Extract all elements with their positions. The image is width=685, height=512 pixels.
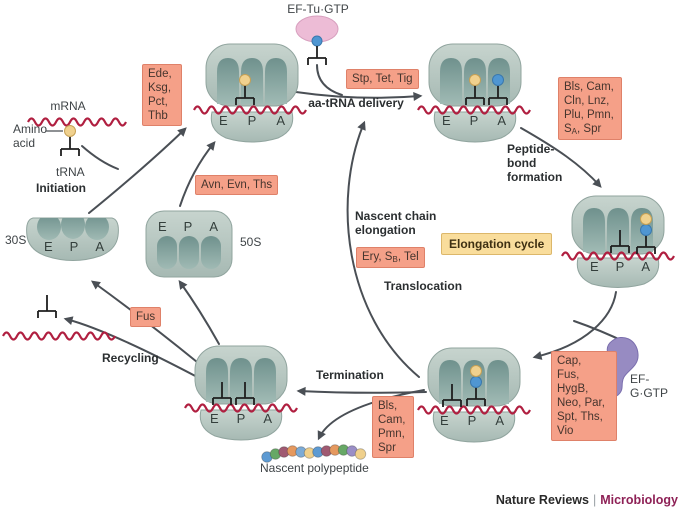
subunit-50s: [145, 210, 233, 278]
nascent-polypeptide-label: Nascent polypeptide: [260, 461, 369, 475]
journal-section: Microbiology: [600, 493, 678, 507]
inhibitor-box-aa-trna-delivery: Stp, Tet, Tig: [346, 69, 419, 90]
arrow-subunit-joining: [179, 141, 216, 207]
inhibitor-box-subunit-joining: Avn, Evn, Ths: [195, 175, 279, 196]
trna-fork-icon: [307, 45, 327, 66]
ribosome-termination: [184, 345, 298, 441]
amino-acid-ball: [64, 125, 76, 137]
nascent-chain-elongation-label: Nascent chain elongation: [355, 209, 437, 237]
journal-name: Nature Reviews: [495, 493, 589, 507]
inhibitor-box-termination: Bls, Cam, Pmn, Spr: [372, 396, 414, 459]
journal-footer: Nature Reviews|Microbiology: [496, 493, 678, 507]
amino-acid-label: Amino acid: [13, 122, 48, 150]
ribosome-aa-trna-delivered: [417, 43, 531, 143]
ef-tu-gtp-label: EF-Tu·GTP: [287, 2, 349, 16]
ribosome-peptide-bond-formed: [561, 195, 675, 288]
decoding-pockets: [37, 218, 109, 240]
inhibitor-box-nascent-chain: Ery, SB, Tel: [356, 247, 425, 268]
ef-g-gtp-label: EF-G·GTP: [630, 372, 668, 400]
inhibitor-box-initiation: Ede, Ksg, Pct, Thb: [142, 64, 182, 127]
polypeptide-bead: [354, 448, 367, 460]
ef-tu-gtp: [295, 15, 339, 66]
arrow-initiation: [88, 127, 187, 214]
initiation-label: Initiation: [36, 181, 86, 195]
arrow-aa-trna-delivery: [295, 91, 423, 102]
inhibitor-box-recycling: Fus: [130, 307, 162, 328]
amino-acid-ball: [311, 35, 323, 47]
elongation-cycle-card: Elongation cycle: [441, 233, 553, 255]
translocation-label: Translocation: [384, 279, 463, 293]
mrna-label: mRNA: [50, 99, 86, 113]
ribosome-initiation-complex: [193, 43, 307, 143]
footer-divider: |: [592, 493, 597, 507]
peptide-bond-formation-label: Peptide- bond formation: [507, 142, 563, 184]
mrna-recycled: [2, 331, 116, 341]
arrow-peptide-bond: [520, 127, 602, 188]
arrow-polypeptide-release: [317, 389, 425, 441]
trna-label: tRNA: [56, 165, 85, 179]
nascent-polypeptide-beads: [261, 444, 367, 463]
trna-fork-icon: [60, 136, 80, 157]
subunit-50s-label: 50S: [240, 235, 262, 249]
arrow-eftu-delivery: [316, 64, 343, 96]
inhibitor-box-translocation: Cap, Fus, HygB, Neo, Par, Spt, Ths, Vio: [551, 351, 617, 442]
arrow-recycling-50s: [178, 279, 220, 345]
termination-label: Termination: [316, 368, 384, 382]
arrow-translocation: [532, 291, 617, 360]
mrna-initiation: [27, 117, 127, 127]
aa-trna-delivery-label: aa-tRNA delivery: [308, 96, 404, 110]
deacylated-trna-icon: [37, 294, 57, 319]
mrna-strands: [2, 117, 127, 341]
subunit-30s-label: 30S: [5, 233, 27, 247]
inhibitor-box-peptide-bond: Bls, Cam, Cln, Lnz, Plu, Pmn, SA, Spr: [558, 77, 622, 140]
subunit-30s: [26, 217, 119, 261]
initiator-trna: [46, 125, 80, 157]
arrow-recycling-trna: [63, 316, 202, 380]
recycling-label: Recycling: [102, 351, 159, 365]
ribosome-post-translocation: [417, 347, 531, 443]
arrow-elongation-cycle: [346, 120, 420, 378]
arrow-initiation-trna-join: [81, 145, 119, 170]
